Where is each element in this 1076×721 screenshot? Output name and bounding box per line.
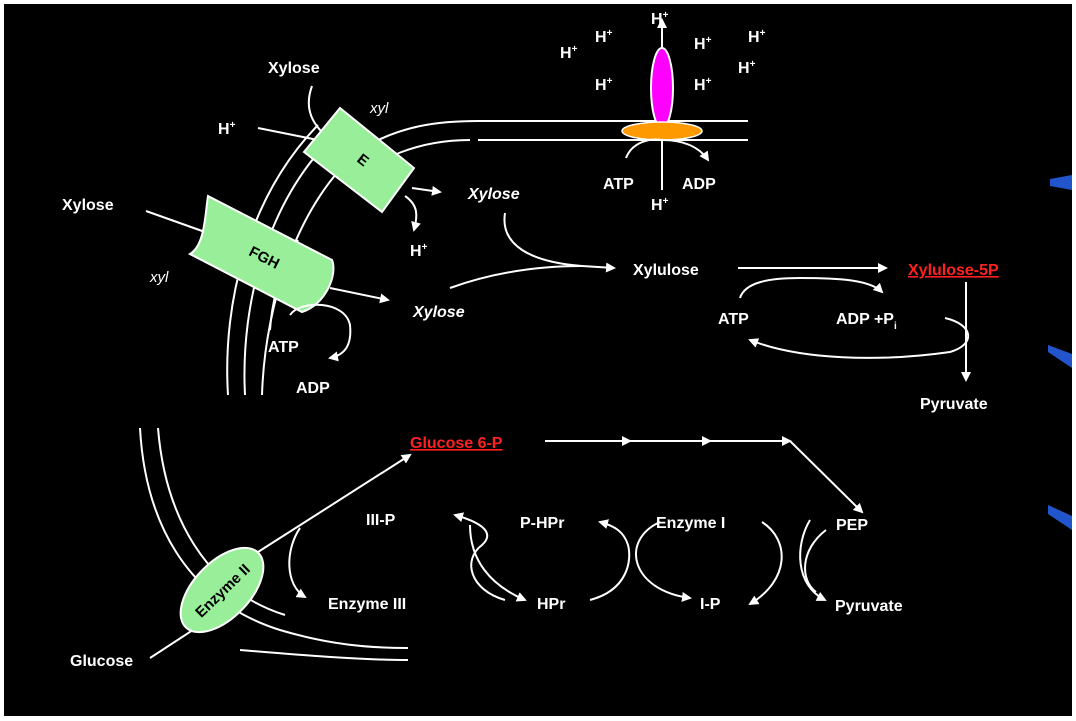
- glucose-6p-label: Glucose 6-P: [410, 435, 503, 452]
- xylose-top-label: Xylose: [268, 60, 320, 77]
- hpr-label: HPr: [537, 596, 565, 613]
- pts-pyruvate-label: Pyruvate: [835, 598, 903, 615]
- xylulose-label: Xylulose: [633, 262, 699, 279]
- xyl-label-2: xyl: [149, 269, 169, 286]
- pump-rotor: [651, 48, 673, 128]
- xylulose-5p-label: Xylulose-5P: [908, 262, 999, 279]
- pep-label: PEP: [836, 517, 868, 534]
- glucose-label: Glucose: [70, 653, 133, 670]
- xylulose-atp-label: ATP: [718, 311, 749, 328]
- p-hpr-label: P-HPr: [520, 515, 564, 532]
- fgh-atp-label: ATP: [268, 339, 299, 356]
- pump-adp-label: ADP: [682, 176, 716, 193]
- enzyme-iii-label: Enzyme III: [328, 596, 406, 613]
- pump-base: [622, 122, 702, 140]
- pump-atp-label: ATP: [603, 176, 634, 193]
- iii-p-label: III-P: [366, 512, 396, 529]
- xylose-left-label: Xylose: [62, 197, 114, 214]
- xylose-fgh-product-label: Xylose: [412, 304, 465, 321]
- fgh-adp-label: ADP: [296, 380, 330, 397]
- enzyme-i-label: Enzyme I: [656, 515, 725, 532]
- xylulose-pyruvate-label: Pyruvate: [920, 396, 988, 413]
- xylose-e-product-label: Xylose: [467, 186, 520, 203]
- i-p-label: I-P: [700, 596, 721, 613]
- xyl-label-1: xyl: [369, 100, 389, 117]
